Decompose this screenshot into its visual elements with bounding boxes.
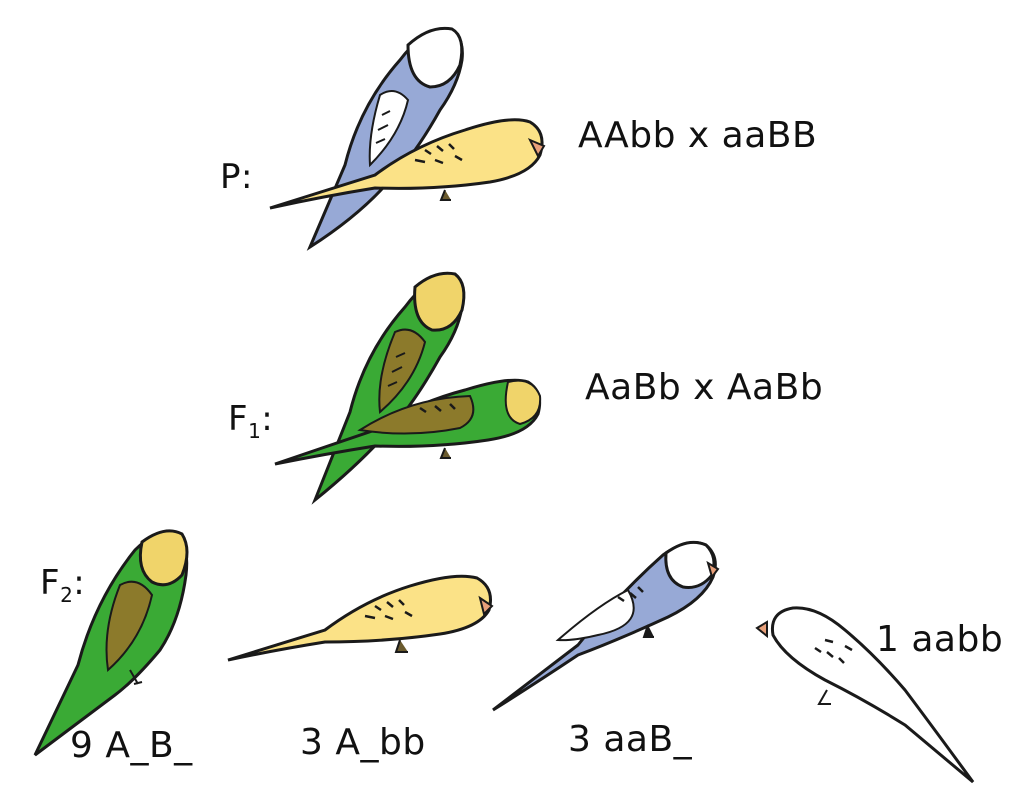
budgie-yellow-icon — [269, 118, 546, 210]
p-cross-genotypes: AAbb x aaBB — [578, 115, 818, 156]
budgie-yellow-icon — [227, 574, 494, 662]
budgie-green-icon — [33, 529, 189, 757]
budgie-green-icon — [274, 378, 542, 466]
p-generation-label: P: — [220, 160, 253, 194]
f2-ratio-white: 1 aabb — [876, 619, 1004, 660]
f1-cross-genotypes: AaBb x AaBb — [585, 367, 824, 408]
budgie-white-icon — [755, 606, 975, 784]
p-letter: P — [220, 157, 242, 197]
f1-subscript: 1 — [248, 419, 262, 443]
f2-ratio-blue: 3 aaB_ — [568, 719, 693, 760]
f2-letter: F — [40, 563, 61, 603]
f1-letter: F — [228, 399, 249, 439]
f2-generation-label: F2: — [40, 566, 85, 605]
f1-colon: : — [261, 399, 274, 439]
f1-generation-label: F1: — [228, 402, 273, 441]
budgie-blue-icon — [492, 540, 720, 712]
f2-ratio-green: 9 A_B_ — [70, 725, 193, 766]
f2-colon: : — [73, 563, 86, 603]
f2-ratio-yellow: 3 A_bb — [300, 722, 426, 763]
p-colon: : — [241, 157, 253, 197]
f2-subscript: 2 — [60, 583, 74, 607]
